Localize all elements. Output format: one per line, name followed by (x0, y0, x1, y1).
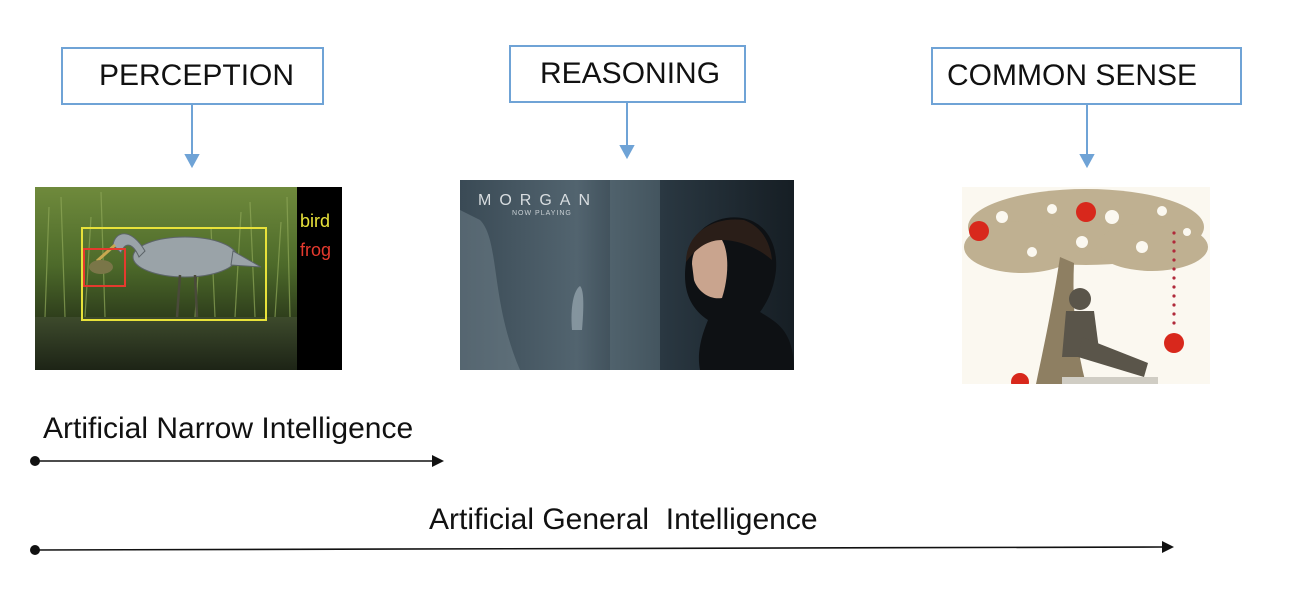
category-box-reasoning: REASONING (509, 45, 746, 103)
movie-subtitle: NOW PLAYING (512, 210, 572, 217)
connector-common-sense-head (1079, 154, 1095, 169)
movie-title: MORGAN (478, 192, 598, 209)
category-title-common-sense: COMMON SENSE (947, 59, 1198, 92)
connector-perception-head (184, 154, 200, 169)
general-intelligence-label: Artificial General Intelligence (429, 503, 818, 536)
category-box-perception: PERCEPTION (61, 47, 324, 105)
perception-image: bird frog (35, 187, 342, 370)
general-arrow-line (34, 546, 1163, 551)
detection-label-bird: bird (300, 211, 331, 231)
narrow-arrow-head (432, 455, 444, 467)
general-arrow-head (1162, 541, 1174, 553)
connector-reasoning-head (619, 145, 635, 160)
detection-label-frog: frog (300, 240, 332, 260)
reasoning-image: MORGAN NOW PLAYING (460, 180, 794, 370)
common-sense-image (962, 187, 1210, 384)
category-box-common-sense: COMMON SENSE (931, 47, 1242, 105)
narrow-intelligence-label: Artificial Narrow Intelligence (43, 412, 414, 445)
category-title-reasoning: REASONING (540, 57, 721, 90)
category-title-perception: PERCEPTION (99, 59, 295, 92)
